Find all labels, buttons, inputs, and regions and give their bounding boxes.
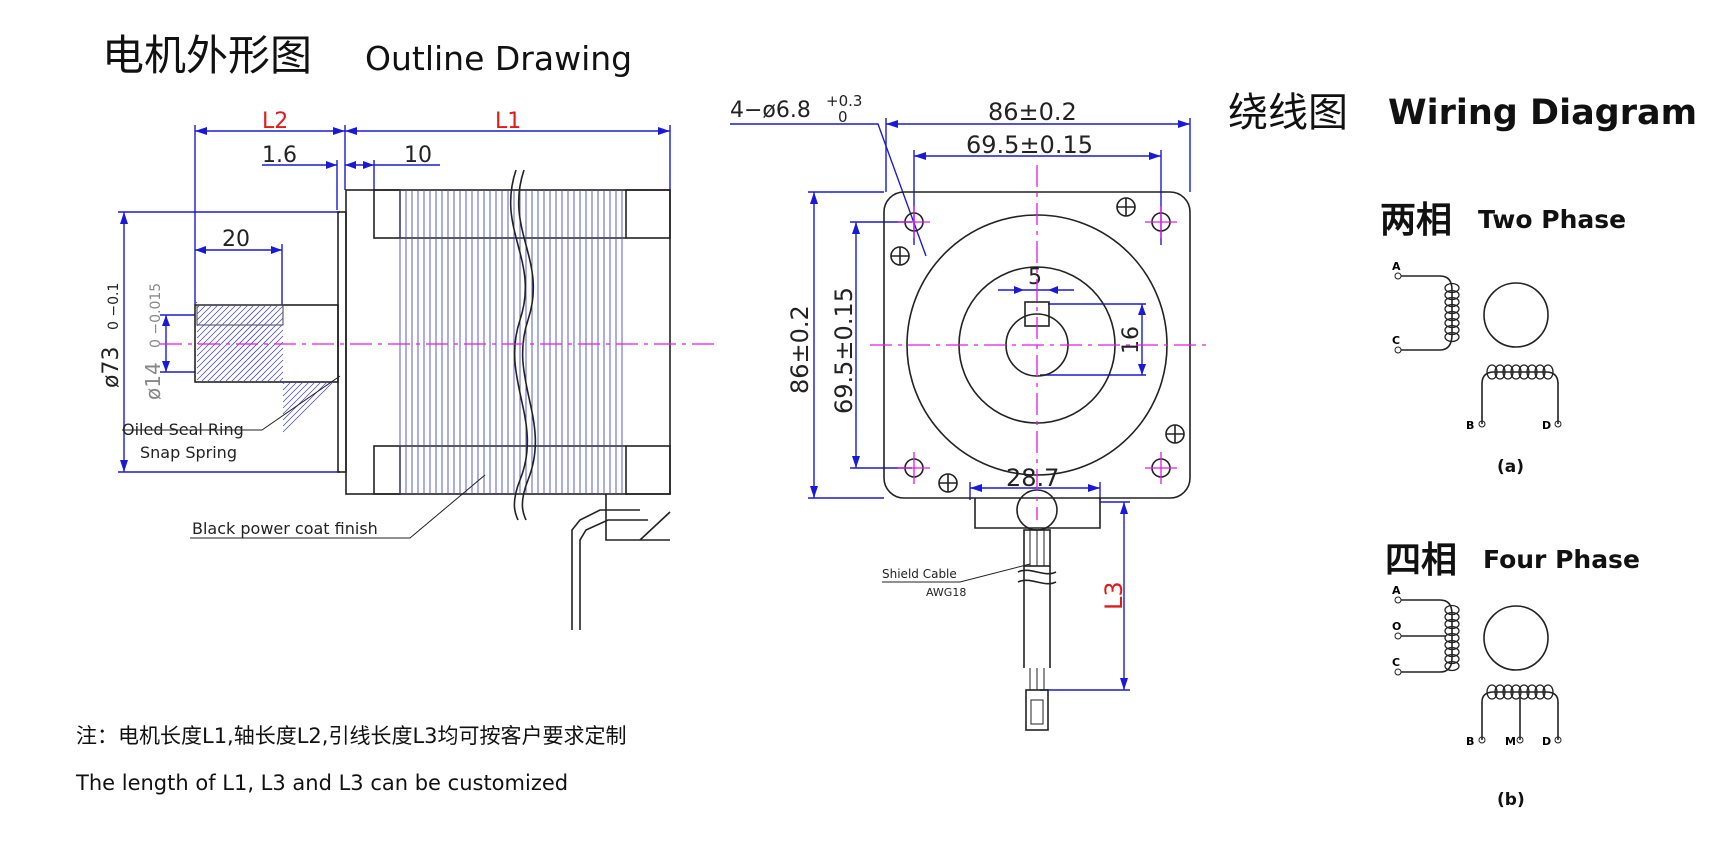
pin-o-4: O	[1392, 620, 1401, 633]
screw-marks	[890, 197, 1185, 493]
wiring-title-cn: 绕线图	[1228, 90, 1348, 136]
dim-phi14-tol: 0 −0.015	[148, 283, 164, 348]
pin-b: B	[1466, 419, 1474, 432]
dim-phi73-tol: 0 −0.1	[106, 283, 122, 330]
dim-phi73: ø73	[99, 347, 124, 388]
wiring-title-en: Wiring Diagram	[1388, 93, 1697, 133]
dim-20: 20	[222, 227, 250, 252]
dim-holes: 4−ø6.8	[730, 98, 811, 123]
dim-28-7: 28.7	[1006, 464, 1059, 492]
dim-L2: L2	[262, 109, 288, 134]
dim-lines-top	[194, 125, 671, 305]
rotor-icon-4	[1483, 605, 1549, 671]
label-shield-cable: Shield Cable	[882, 567, 957, 581]
caption-a: (a)	[1497, 457, 1524, 477]
dim-5: 5	[1028, 265, 1042, 290]
dim-86-top: 86±0.2	[988, 98, 1077, 126]
note-en: The length of L1, L3 and L3 can be custo…	[75, 771, 568, 795]
outline-title-en: Outline Drawing	[365, 39, 632, 78]
front-dim-lines	[730, 118, 1191, 691]
rotor-icon	[1483, 282, 1549, 348]
note-cn: 注：电机长度L1,轴长度L2,引线长度L3均可按客户要求定制	[76, 724, 627, 748]
label-oiled-seal: Oiled Seal Ring	[122, 420, 244, 439]
pin-m-4: M	[1505, 735, 1516, 748]
pin-a-4: A	[1392, 584, 1401, 597]
wiring-four-phase: 四相 Four Phase A O C B M D (b)	[1385, 540, 1640, 810]
dim-holes-tol-lower: 0	[838, 108, 848, 126]
label-awg: AWG18	[926, 586, 966, 599]
pin-b-4: B	[1466, 735, 1474, 748]
caption-b: (b)	[1497, 790, 1525, 810]
front-view: 4−ø6.8 +0.3 0 86±0.2 69.5±0.15 86±0.2 69…	[730, 92, 1210, 731]
label-finish: Black power coat finish	[192, 519, 378, 538]
dim-holes-tol-upper: +0.3	[826, 92, 862, 110]
shaft-hatch	[193, 301, 334, 433]
pin-d-4: D	[1542, 735, 1551, 748]
pin-c-4: C	[1392, 656, 1400, 669]
two-phase-title-en: Two Phase	[1478, 205, 1626, 234]
outline-title-cn: 电机外形图	[102, 31, 312, 80]
four-phase-title-cn: 四相	[1385, 540, 1457, 581]
two-phase-title-cn: 两相	[1380, 200, 1452, 241]
coil-horizontal	[1486, 684, 1554, 700]
dim-69-left: 69.5±0.15	[830, 287, 858, 414]
dim-86-left: 86±0.2	[786, 305, 814, 394]
pin-a: A	[1392, 260, 1401, 273]
wiring-two-phase: 两相 Two Phase A C B D (a)	[1380, 200, 1626, 477]
four-phase-title-en: Four Phase	[1483, 545, 1640, 574]
coil-vertical	[1444, 282, 1460, 343]
label-snap-spring: Snap Spring	[140, 443, 237, 462]
dim-lines-diameter	[118, 211, 340, 473]
dim-phi14: ø14	[141, 362, 165, 400]
dim-1-6: 1.6	[262, 143, 297, 168]
coil-horizontal	[1486, 364, 1554, 380]
motor-body-side	[193, 169, 671, 630]
pin-d: D	[1542, 419, 1551, 432]
side-view: L2 L1 1.6 10 20 ø73 0 −0.1 ø14 0 −0.015	[99, 109, 715, 630]
pin-c: C	[1392, 334, 1400, 347]
dim-L1: L1	[495, 109, 521, 134]
coil-vertical	[1444, 604, 1460, 672]
dim-L3: L3	[1100, 581, 1128, 610]
dim-10: 10	[404, 143, 432, 168]
dim-69-top: 69.5±0.15	[966, 131, 1093, 159]
dim-16: 16	[1119, 326, 1144, 354]
lamination-fins	[399, 190, 623, 494]
